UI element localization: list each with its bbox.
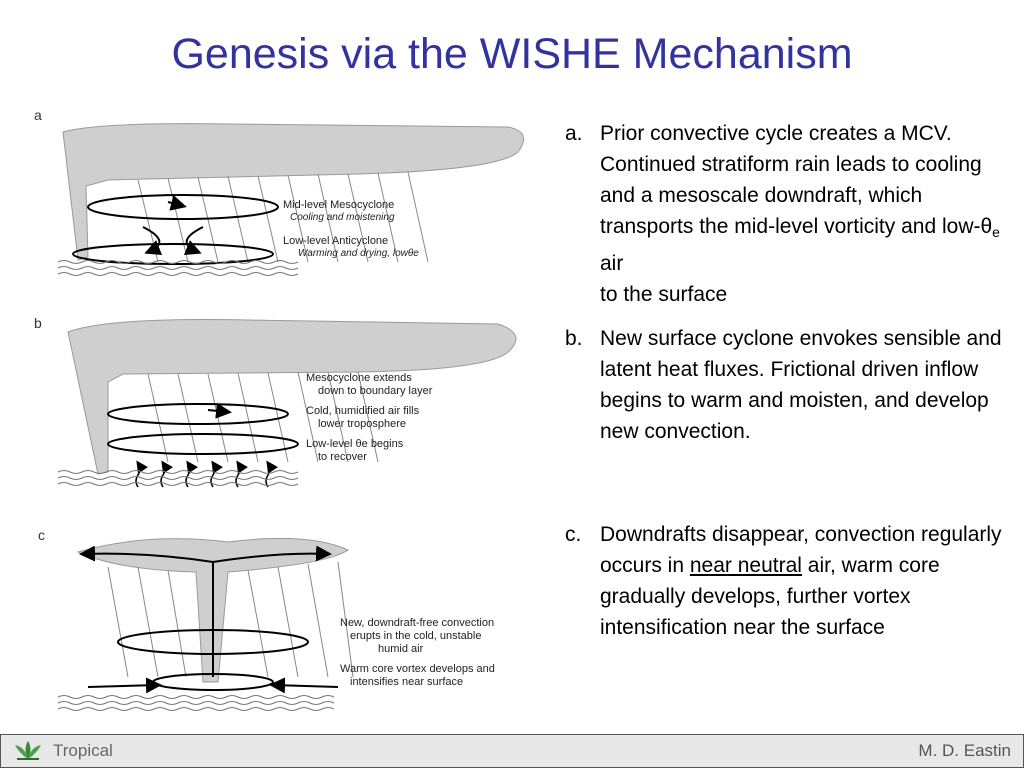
mesocyclone-loop-a <box>87 194 279 220</box>
annotation-c-3: humid air <box>378 643 424 655</box>
annotation-c-1: New, downdraft-free convection <box>340 617 494 629</box>
panel-c-label: c <box>38 527 45 543</box>
annotation-c-2: erupts in the cold, unstable <box>350 630 481 642</box>
rain-lines-b <box>147 371 379 463</box>
annotation-a-2: Cooling and moistening <box>290 212 395 223</box>
paragraph-a-body: Prior convective cycle creates a MCV. Co… <box>565 118 1010 310</box>
panel-a: a Mid-level Mesocyclone Cooling and mois… <box>34 107 525 276</box>
low-level-loop-b <box>107 433 299 455</box>
paragraph-c: c. Downdrafts disappear, convection regu… <box>565 519 1010 643</box>
paragraph-a-text-2: air <box>600 252 624 275</box>
paragraph-c-body: Downdrafts disappear, convection regular… <box>565 519 1010 643</box>
mesocyclone-loop-b <box>107 403 289 425</box>
paragraph-b: b. New surface cyclone envokes sensible … <box>565 323 1010 447</box>
annotation-c-4: Warm core vortex develops and <box>340 663 495 675</box>
annotation-b-2: down to boundary layer <box>318 385 433 397</box>
paragraph-c-text-1: Downdrafts disappear, convection regular… <box>600 523 1002 577</box>
vortex-loop-c <box>117 629 309 655</box>
footer-course-label: Tropical <box>53 741 113 760</box>
annotation-a-3: Low-level Anticyclone <box>283 235 388 247</box>
paragraph-b-label: b. <box>565 327 583 350</box>
annotation-a-1: Mid-level Mesocyclone <box>283 199 394 211</box>
annotation-a-4: Warming and drying, lowθe <box>298 248 419 259</box>
surface-waves-b <box>57 470 299 486</box>
annotation-b-5: Low-level θe begins <box>306 438 404 450</box>
paragraph-a: a. Prior convective cycle creates a MCV.… <box>565 118 1010 310</box>
wishe-diagram: a Mid-level Mesocyclone Cooling and mois… <box>34 107 525 711</box>
panel-c: c New, downdraft-free convection erupts … <box>38 527 495 711</box>
paragraph-a-text-3: to the surface <box>600 283 728 306</box>
panel-b: b Mesocyclone extends down to boundary l… <box>34 315 517 488</box>
heat-flux-arrows-b <box>135 460 278 488</box>
annotation-b-6: to recover <box>318 451 367 463</box>
anticyclone-loop-a <box>72 243 274 265</box>
surface-waves-c <box>57 695 335 711</box>
paragraph-a-text-1: Prior convective cycle creates a MCV. Co… <box>600 122 993 238</box>
annotation-b-3: Cold, humidified air fills <box>306 405 420 417</box>
cloud-anvil-b <box>67 319 517 475</box>
panel-b-label: b <box>34 315 42 331</box>
footer-bar: Tropical M. D. Eastin <box>0 734 1024 768</box>
paragraph-b-body: New surface cyclone envokes sensible and… <box>600 327 1002 443</box>
annotation-b-1: Mesocyclone extends <box>306 372 412 384</box>
annotation-c-5: intensifies near surface <box>350 676 463 688</box>
rain-lines-c <box>107 561 354 678</box>
paragraph-a-label: a. <box>565 122 583 145</box>
footer-author-label: M. D. Eastin <box>918 741 1011 760</box>
paragraph-c-label: c. <box>565 523 582 546</box>
panel-a-label: a <box>34 107 42 123</box>
lotus-logo-icon <box>15 741 41 760</box>
surface-waves-a <box>57 260 299 276</box>
slide-title: Genesis via the WISHE Mechanism <box>171 30 853 78</box>
annotation-b-4: lower troposphere <box>318 418 406 430</box>
paragraph-c-underlined: near neutral <box>689 554 802 577</box>
cloud-anvil-a <box>62 123 525 261</box>
paragraph-c-text-2: air, warm core gradually develops, furth… <box>600 554 940 639</box>
paragraph-a-subscript: e <box>992 224 1000 240</box>
